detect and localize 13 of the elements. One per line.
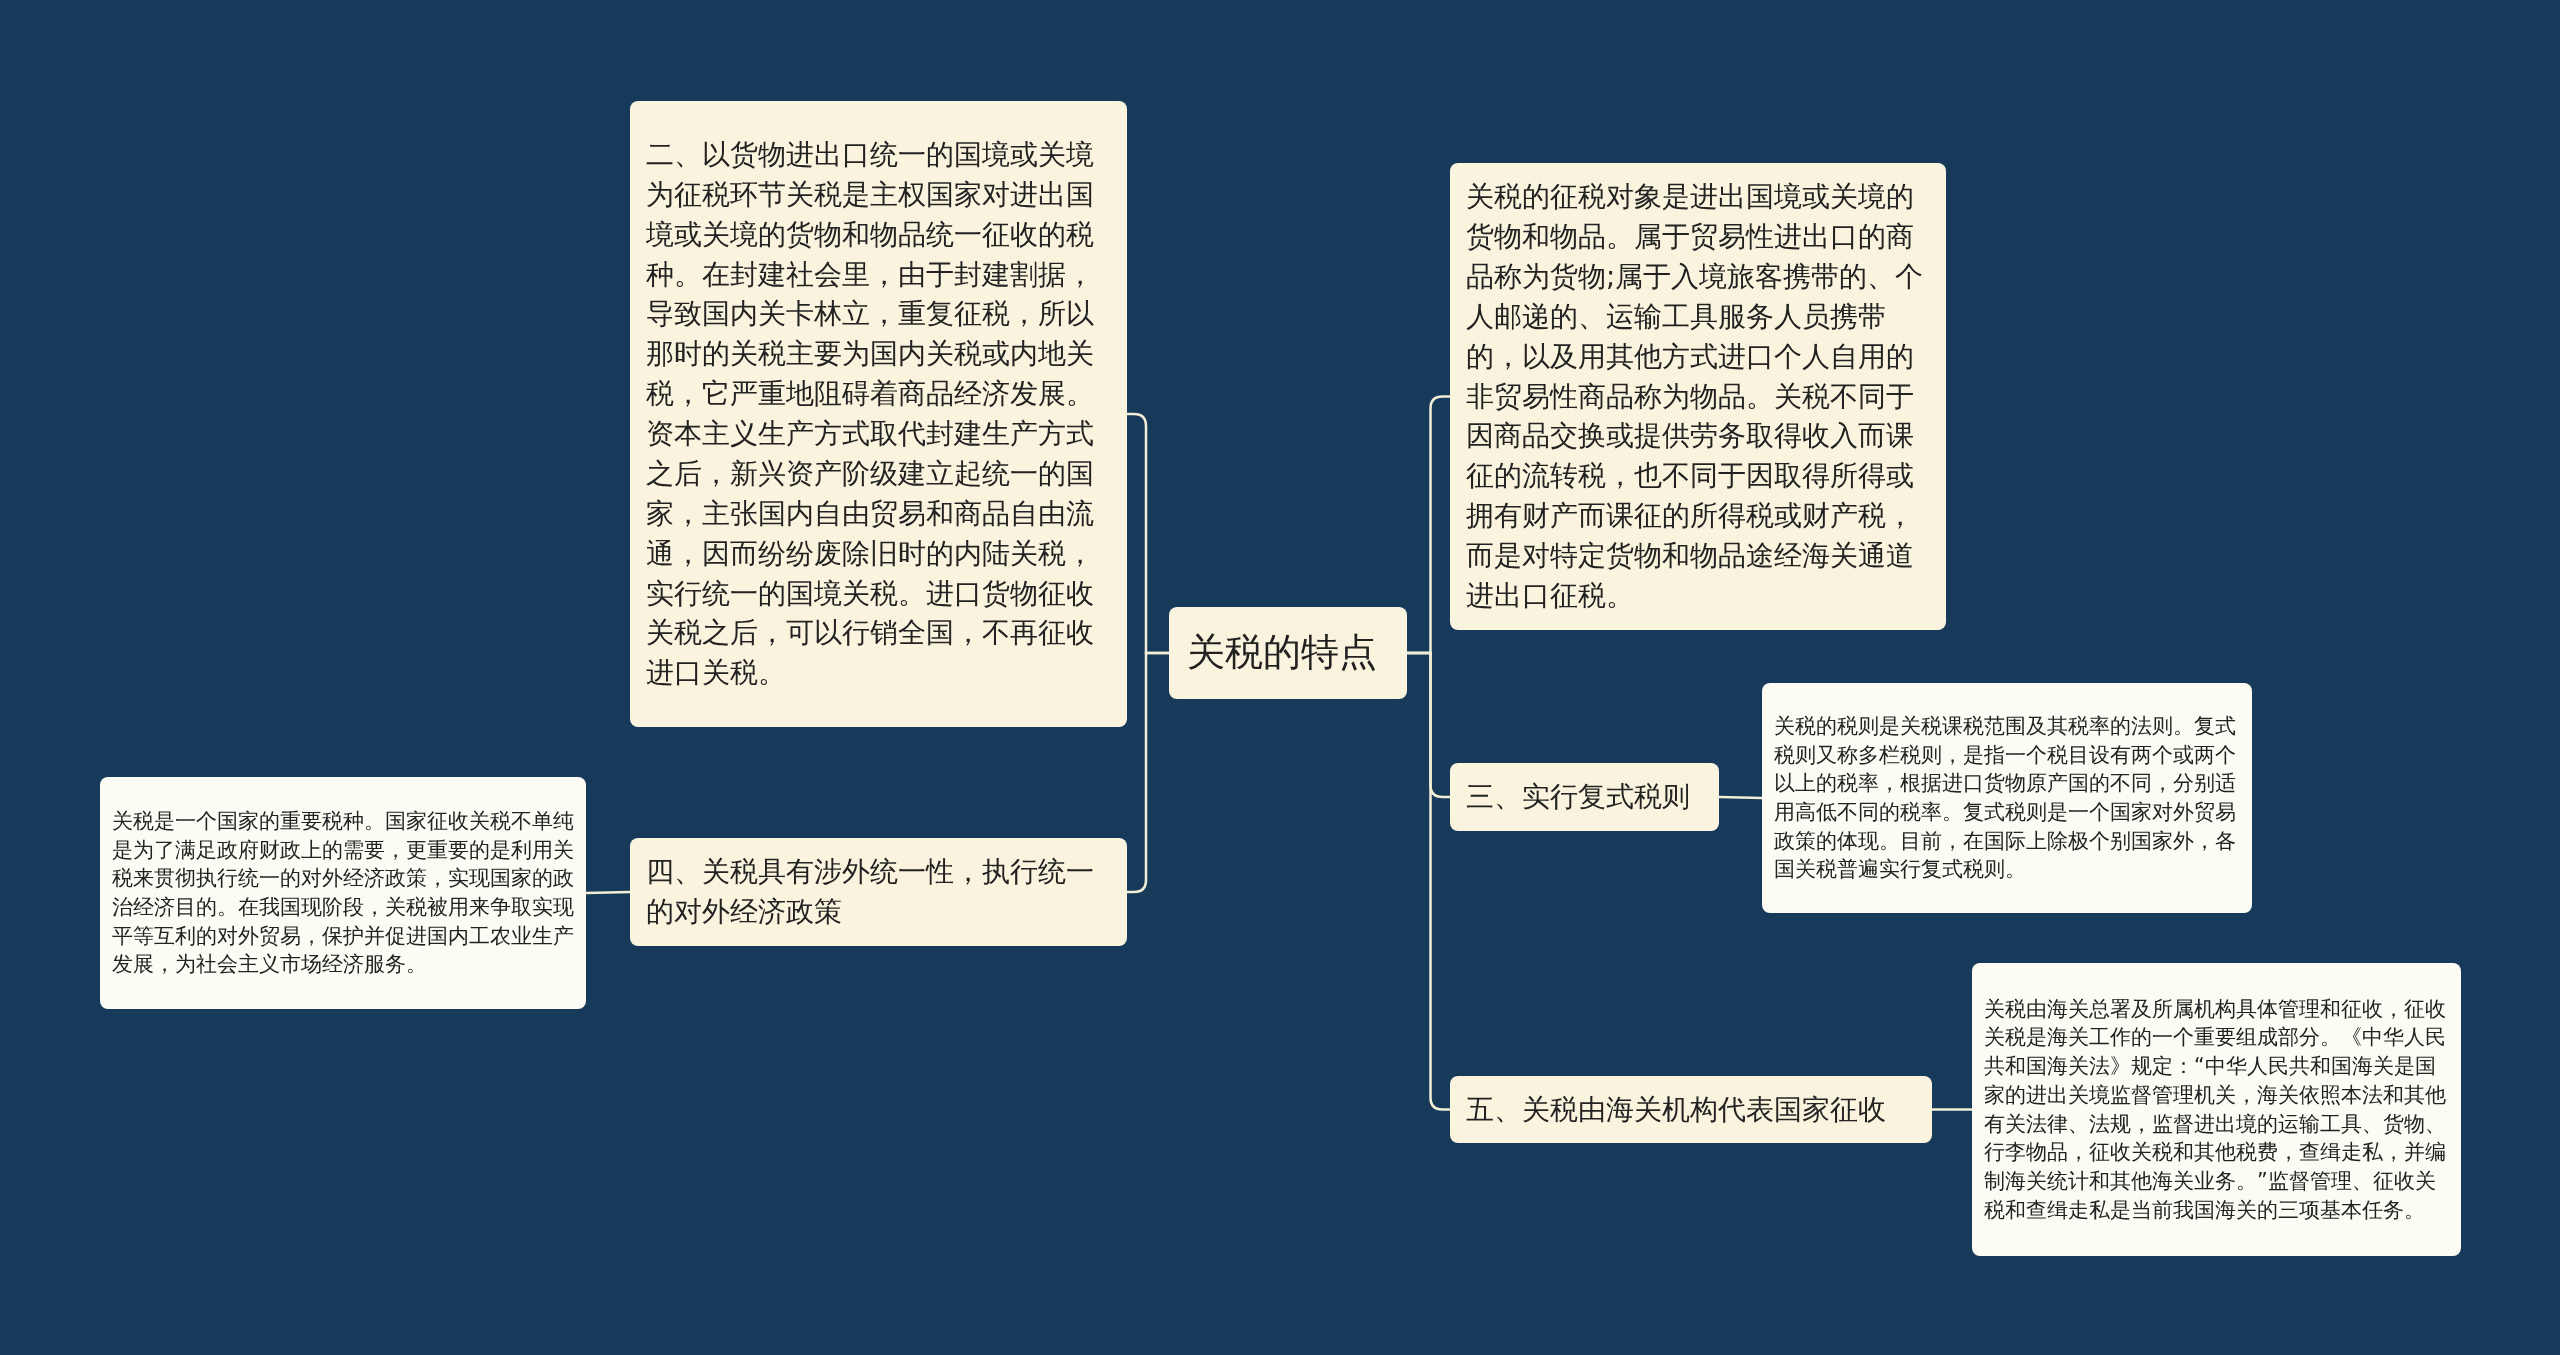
connector-line <box>1718 795 1763 800</box>
topic-box: 关税的征税对象是进出国境或关境的货物和物品。属于贸易性进出口的商品称为货物;属于入境旅客携带的、个人邮递的、运输工具服务人员携带的，以及用其他方式进口个人自用的非贸易性商品称为物品。关税不同于因商品交换或提供劳务取得收入而课征的流转税，也不同于因取得所得或拥有财产而课征的所得税或财产税，而是对特定货物和物品途经海关通道进出口征税。 <box>1450 163 1946 630</box>
detail-note: 关税的税则是关税课税范围及其税率的法则。复式税则又称多栏税则，是指一个税目设有两个或两个以上的税率，根据进口货物原产国的不同，分别适用高低不同的税率。复式税则是一个国家对外贸易政策的体现。目前，在国际上除极个别国家外，各国关税普遍实行复式税则。 <box>1762 683 2252 913</box>
topic-box: 三、实行复式税则 <box>1450 763 1719 831</box>
connector-line <box>585 890 631 895</box>
connector-line <box>1127 651 1169 894</box>
connector-line <box>1932 1108 1972 1111</box>
topic-box: 二、以货物进出口统一的国境或关境为征税环节关税是主权国家对进出国境或关境的货物和物品统一征收的税种。在封建社会里，由于封建割据，导致国内关卡林立，重复征税，所以那时的关税主要为国内关税或内地关税，它严重地阻碍着商品经济发展。资本主义生产方式取代封建生产方式之后，新兴资产阶级建立起统一的国家，主张国内自由贸易和商品自由流通，因而纷纷废除旧时的内陆关税，实行统一的国境关税。进口货物征收关税之后，可以行销全国，不再征收进口关税。 <box>630 101 1127 727</box>
central-topic: 关税的特点 <box>1169 607 1407 699</box>
detail-note: 关税是一个国家的重要税种。国家征收关税不单纯是为了满足政府财政上的需要，更重要的是利用关税来贯彻执行统一的对外经济政策，实现国家的政治经济目的。在我国现阶段，关税被用来争取实现平等互利的对外贸易，保护并促进国内工农业生产发展，为社会主义市场经济服务。 <box>100 777 586 1009</box>
topic-box: 五、关税由海关机构代表国家征收 <box>1450 1076 1932 1143</box>
detail-note: 关税由海关总署及所属机构具体管理和征收，征收关税是海关工作的一个重要组成部分。《中华人民共和国海关法》规定：“中华人民共和国海关是国家的进出关境监督管理机关，海关依照本法和其他有关法律、法规，监督进出境的运输工具、货物、行李物品，征收关税和其他税费，查缉走私，并编制海关统计和其他海关业务。”监督管理、征收关税和查缉走私是当前我国海关的三项基本任务。 <box>1972 963 2461 1256</box>
topic-box: 四、关税具有涉外统一性，执行统一的对外经济政策 <box>630 838 1127 946</box>
